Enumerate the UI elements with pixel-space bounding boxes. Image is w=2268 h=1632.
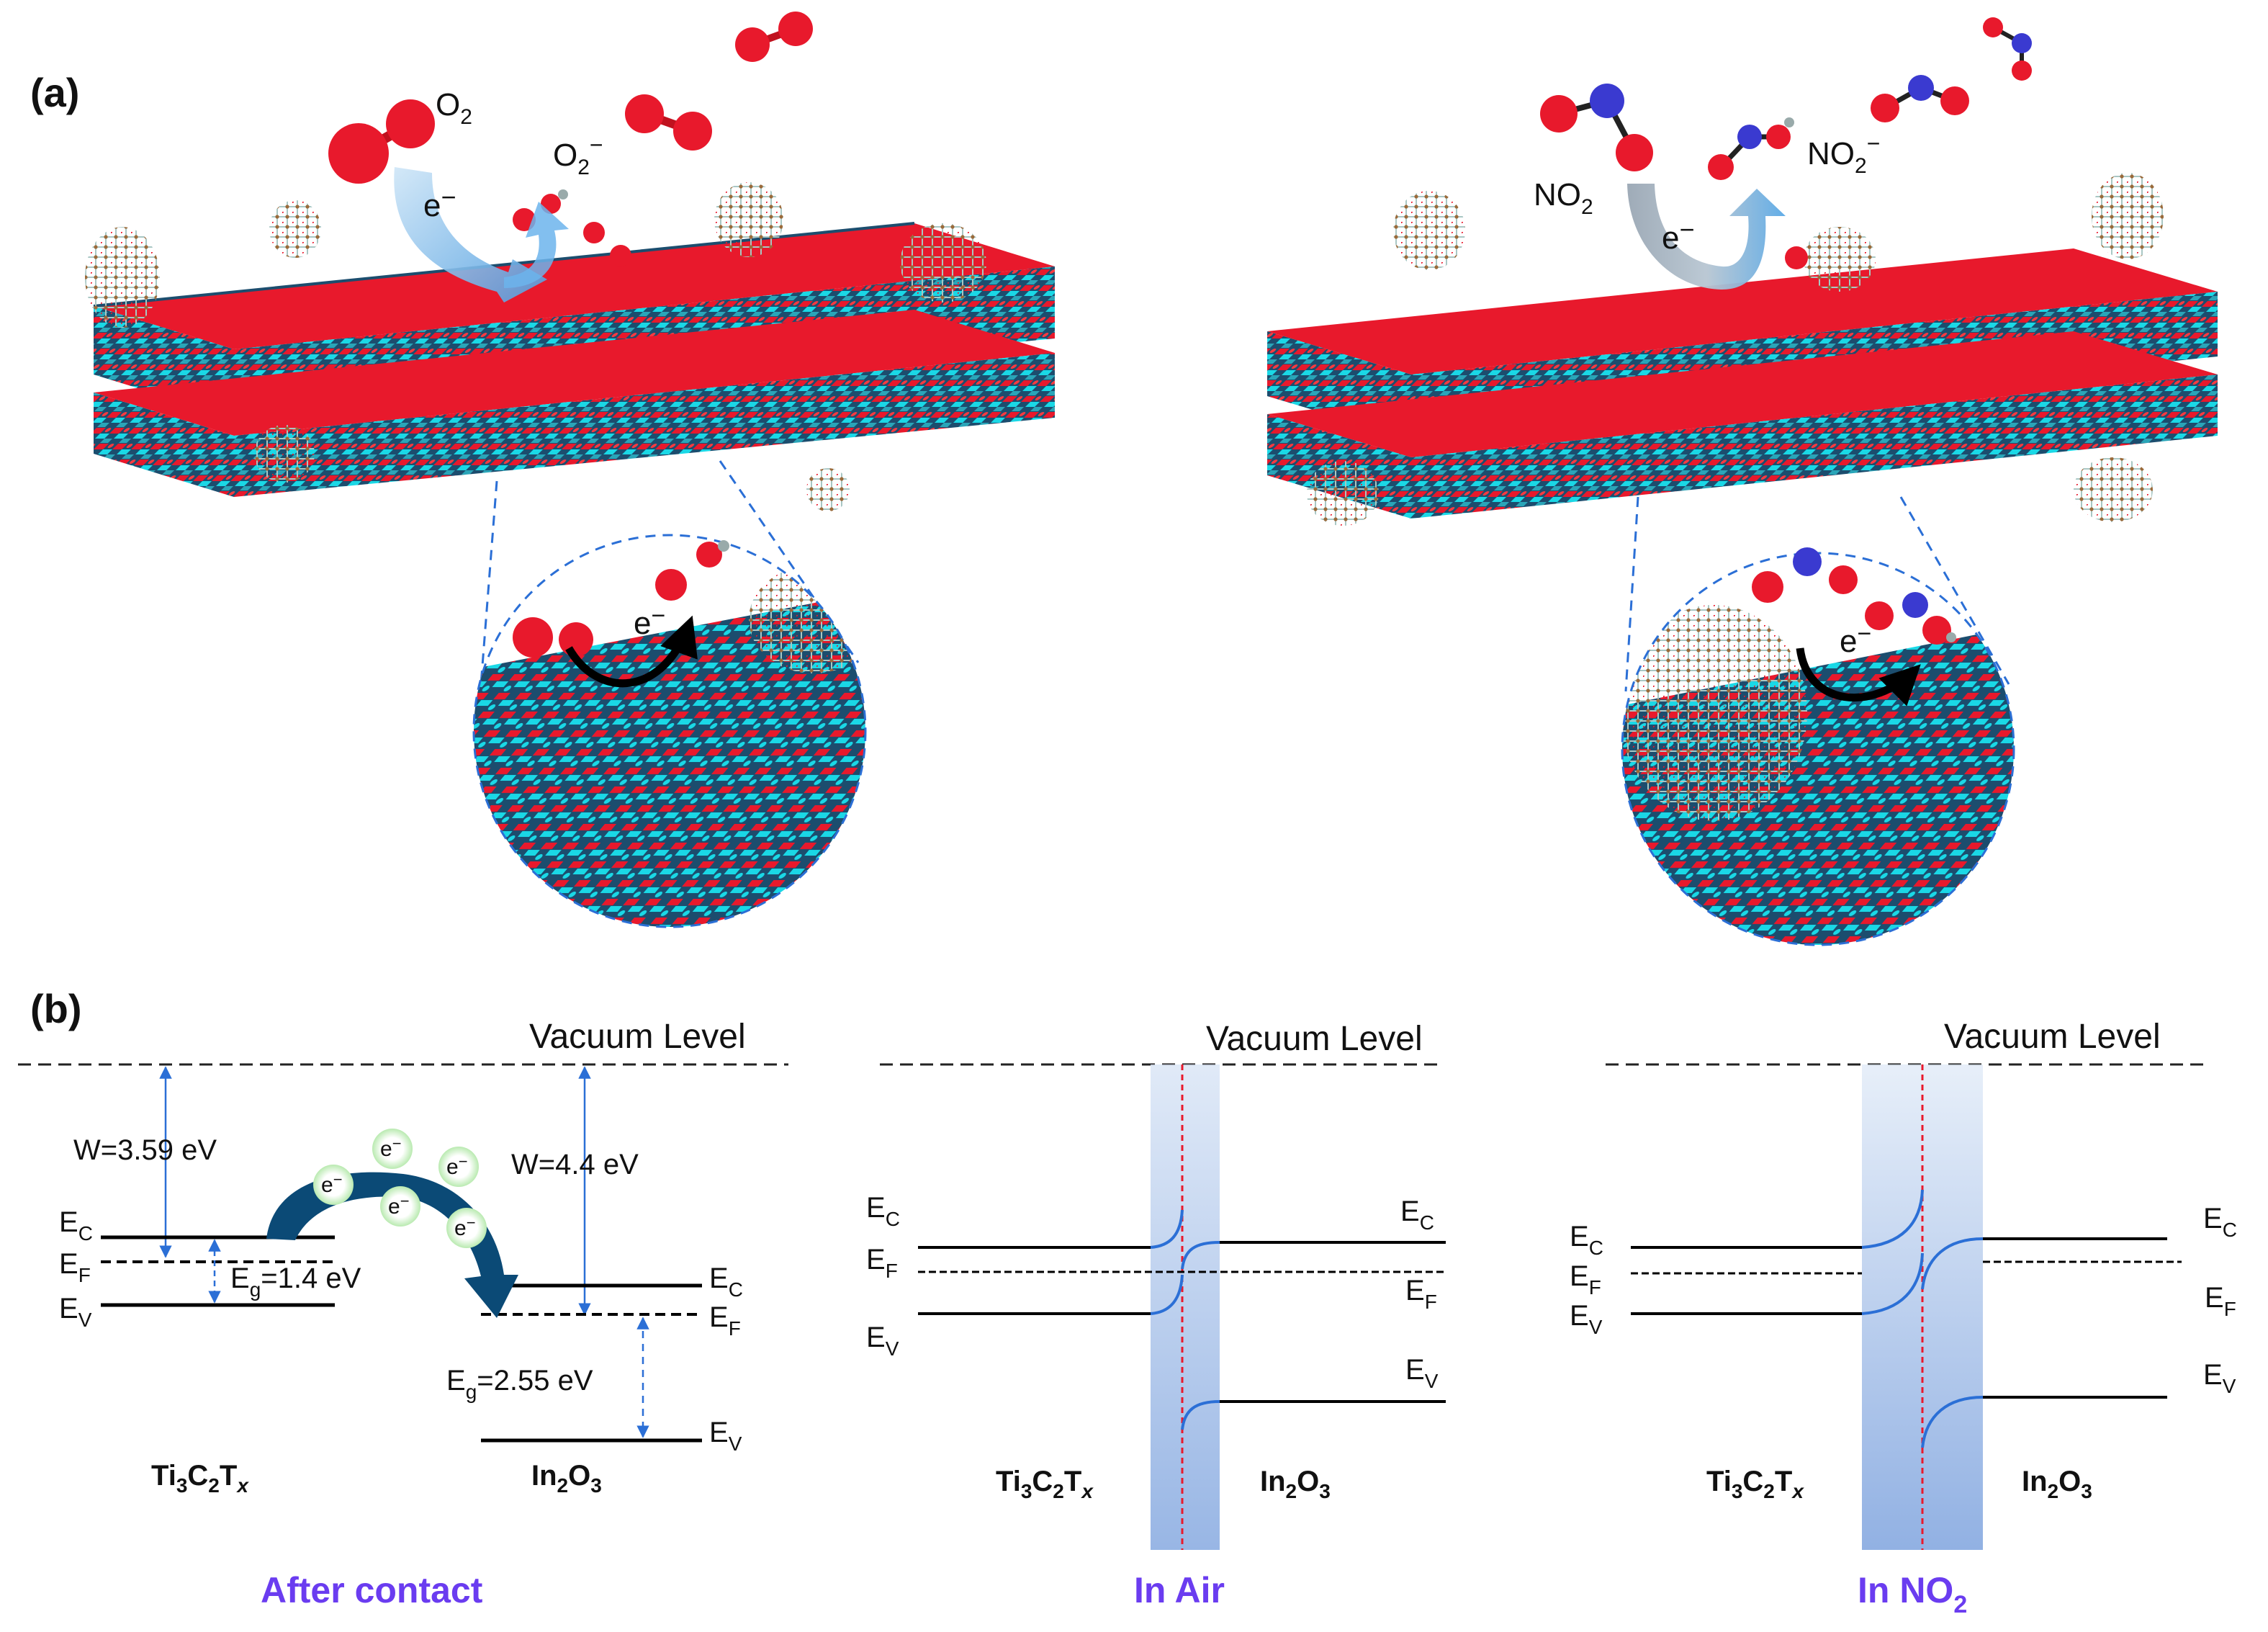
caption-in-no2: In NO2 <box>1858 1570 1967 1618</box>
no2-ion-top <box>1983 17 2032 81</box>
caption-in-air: In Air <box>1134 1570 1225 1610</box>
vacuum-level-label: Vacuum Level <box>1206 1020 1423 1058</box>
no2-ion-label: NO2− <box>1807 130 1880 178</box>
desorb-arrow-left <box>504 202 569 288</box>
svg-text:e−: e− <box>1840 620 1871 659</box>
svg-text:e−: e− <box>380 1134 402 1161</box>
svg-text:EV: EV <box>1570 1300 1603 1338</box>
ef-label-left: EF <box>59 1248 91 1286</box>
diagram-after-contact: Vacuum Level W=3.59 eV W=4.4 eV Eg=1.4 e… <box>18 1018 788 1610</box>
band-bend-ec-right <box>1181 1241 1220 1270</box>
o2-ion-adsorbed <box>513 189 631 266</box>
electron-flow-arrow <box>266 1172 518 1318</box>
electron-bubble: e− <box>380 1186 420 1227</box>
no2-ion-floating <box>1871 75 1969 122</box>
diagram-in-no2: Vacuum Level EC EF EV EC EF EV Ti3C2Tx I… <box>1570 1018 2237 1618</box>
band-bend-ev-left <box>1150 1274 1184 1315</box>
svg-text:EF: EF <box>2205 1282 2236 1320</box>
panel-b-label: (b) <box>30 986 82 1031</box>
band-bend-ev-left <box>1861 1252 1924 1315</box>
ti3c2tx-label: Ti3C2Tx <box>1706 1466 1804 1502</box>
in2o3-label: In2O3 <box>531 1460 602 1497</box>
in2o3-label: In2O3 <box>1260 1466 1331 1502</box>
svg-text:EV: EV <box>866 1322 899 1360</box>
vacuum-level-label: Vacuum Level <box>529 1018 746 1056</box>
work-function-ti3c2tx: W=3.59 eV <box>73 1134 217 1166</box>
caption-after-contact: After contact <box>261 1570 483 1610</box>
left-in2o3-clusters <box>85 182 986 511</box>
svg-text:EC: EC <box>1570 1221 1603 1259</box>
svg-text:EF: EF <box>1405 1275 1437 1313</box>
ef-label-right: EF <box>709 1301 741 1340</box>
right-in2o3-clusters <box>1307 173 2164 526</box>
svg-text:EC: EC <box>1400 1196 1434 1234</box>
o2-label: O2 <box>436 87 472 129</box>
electron-transfer-arrow-right <box>1627 184 1786 290</box>
band-bend-ec-left <box>1861 1189 1924 1249</box>
no2-ion-adsorbed <box>1708 117 1808 269</box>
svg-text:EV: EV <box>1405 1354 1439 1392</box>
depletion-region <box>1151 1064 1220 1550</box>
o2-molecule-large <box>328 99 435 184</box>
ec-label-right: EC <box>709 1263 743 1301</box>
zoom-line-left-2 <box>719 460 860 663</box>
band-bend-ev-right <box>1921 1396 1984 1448</box>
vacuum-level-label: Vacuum Level <box>1944 1018 2161 1056</box>
svg-text:EF: EF <box>1570 1260 1601 1299</box>
work-function-in2o3: W=4.4 eV <box>511 1149 639 1180</box>
electron-bubble: e− <box>438 1147 479 1187</box>
ti3c2tx-label: Ti3C2Tx <box>996 1466 1094 1502</box>
no2-label: NO2 <box>1534 177 1593 219</box>
electron-label-right: e− <box>1662 215 1695 256</box>
svg-text:e−: e− <box>634 602 665 641</box>
svg-text:e−: e− <box>454 1214 476 1240</box>
panel-a-label: (a) <box>30 70 79 115</box>
diagram-in-air: Vacuum Level EC EF EV EC EF EV Ti3C2Tx I… <box>866 1020 1446 1610</box>
inset-circle-left: e− <box>472 534 867 928</box>
left-mxene-slab <box>93 222 1055 497</box>
svg-text:EC: EC <box>866 1192 900 1230</box>
svg-text:e−: e− <box>321 1170 343 1197</box>
o2-molecule-mid <box>625 94 712 151</box>
svg-text:Eg=1.4 eV: Eg=1.4 eV <box>230 1263 361 1301</box>
o2-molecule-top <box>735 12 813 62</box>
inset-circle-right: e− <box>1621 547 2015 946</box>
svg-text:e−: e− <box>388 1192 410 1219</box>
ec-label-left: EC <box>59 1206 93 1245</box>
zoom-line-right-2 <box>1899 496 2010 685</box>
band-bend-ec-left <box>1150 1209 1184 1249</box>
svg-text:EF: EF <box>866 1244 898 1282</box>
right-mxene-slab <box>1267 248 2218 519</box>
electron-bubble: e− <box>446 1208 487 1248</box>
o2-ion-label: O2− <box>553 132 603 179</box>
svg-text:EV: EV <box>2203 1359 2236 1397</box>
band-bend-ev-right <box>1181 1400 1220 1430</box>
svg-text:e−: e− <box>446 1152 468 1179</box>
electron-bubbles: e− e− e− e− e− <box>313 1129 487 1248</box>
ev-label-left: EV <box>59 1293 92 1331</box>
electron-bubble: e− <box>372 1129 413 1169</box>
svg-text:Eg=2.55 eV: Eg=2.55 eV <box>446 1365 593 1403</box>
band-bend-ec-right <box>1921 1237 1984 1290</box>
svg-text:EC: EC <box>2203 1203 2237 1241</box>
electron-label-left: e− <box>423 182 456 223</box>
in2o3-label: In2O3 <box>2022 1466 2092 1502</box>
ev-label-right: EV <box>709 1417 742 1455</box>
no2-molecule-left <box>1540 84 1653 171</box>
electron-bubble: e− <box>313 1165 354 1205</box>
zoom-line-right-1 <box>1624 496 1639 692</box>
ti3c2tx-label: Ti3C2Tx <box>151 1460 249 1497</box>
electron-transfer-arrow-left <box>394 167 547 302</box>
